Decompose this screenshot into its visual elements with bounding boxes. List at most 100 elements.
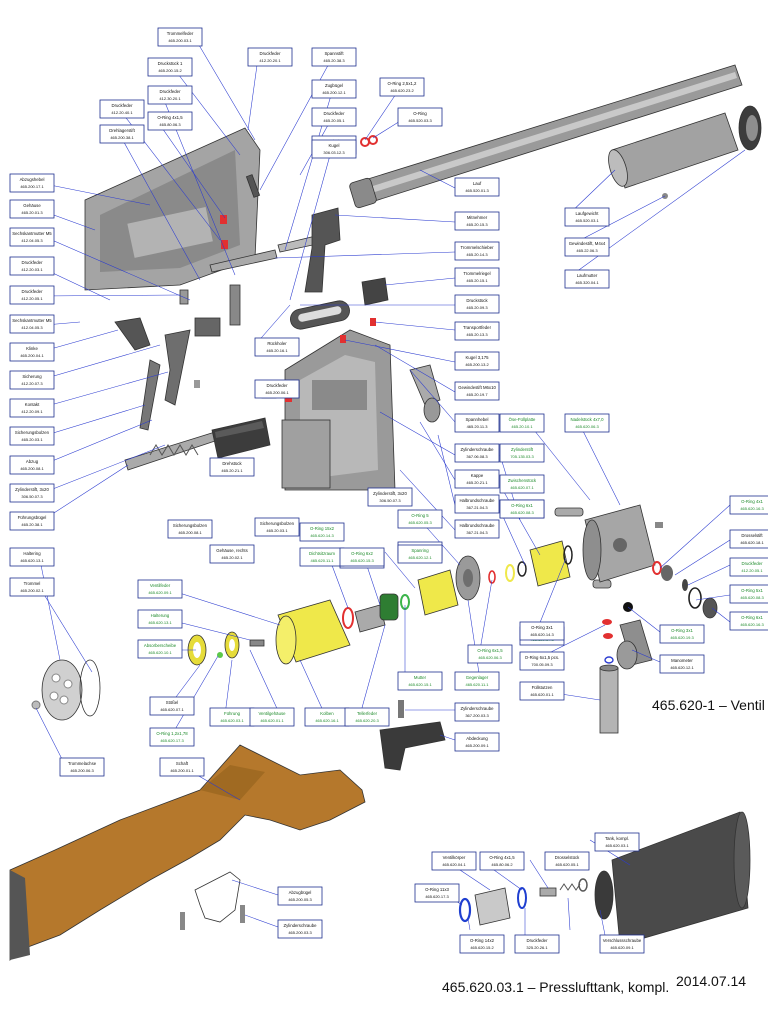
part-name: O-Ring 4x1,5: [489, 855, 515, 860]
label-box: [159, 757, 205, 777]
label-box: [9, 511, 55, 531]
part-name: Zylinderschraube: [461, 447, 495, 452]
label-box: [9, 577, 55, 597]
label-box: [519, 681, 565, 701]
label-box: [277, 919, 323, 939]
label-box: [499, 443, 545, 463]
abdeckung-part: [379, 700, 446, 771]
label-box: [454, 381, 500, 401]
part-number: 465.620.01.1: [530, 692, 554, 697]
part-number: 465.20.09.3: [466, 305, 488, 310]
part-number: 367.21.04.3: [466, 505, 488, 510]
part-number: 465.620.06.3: [575, 424, 599, 429]
label-box: [311, 47, 357, 67]
part-number: 465.620.15.2: [470, 945, 494, 950]
part-number: 465.620.14.3: [530, 632, 554, 637]
part-name: Zylinderschraube: [461, 706, 495, 711]
part-number: 465.620.09.1: [610, 945, 634, 950]
label-box: [9, 256, 55, 276]
housing-right: [281, 329, 396, 491]
label-box: [59, 757, 105, 777]
part-name: Gewindestift M6x10: [458, 385, 496, 390]
valve-assembly: [187, 507, 612, 666]
label-box: [454, 469, 500, 489]
trigger-guard: [180, 871, 245, 930]
part-name: Transportfeder: [463, 325, 492, 330]
part-number: 465.200.12.1: [322, 90, 346, 95]
label-box: [454, 351, 500, 371]
part-number: 412.20.40.1: [111, 110, 133, 115]
part-name: Gehäuse, rechts: [216, 548, 248, 553]
part-name: Trommelfeder: [167, 31, 194, 36]
part-number: 465.20.11.3: [467, 424, 489, 429]
barrel: [349, 64, 743, 209]
part-number: 465.620.16.3: [740, 506, 764, 511]
part-name: Ventilkörper: [443, 855, 466, 860]
part-number: 465.620.15.1: [408, 682, 432, 687]
part-name: Tellerfeder: [357, 711, 378, 716]
label-box: [599, 934, 645, 954]
part-number: 465.20.03.1: [21, 437, 43, 442]
part-number: 465.20.38.3: [323, 58, 345, 63]
label-box: [659, 654, 705, 674]
part-number: 465.620.03.1: [220, 718, 244, 723]
part-number: 465.200.38.1: [110, 135, 134, 140]
part-number: 465.200.08.1: [20, 466, 44, 471]
label-box: [397, 671, 443, 691]
part-number: 465.200.04.1: [20, 353, 44, 358]
part-name: O-Ring 2,5x1,2: [388, 81, 418, 86]
part-number: 465.200.13.2: [465, 362, 489, 367]
part-number: 465.620.17.3: [425, 894, 449, 899]
part-number: 465.620.03.1: [605, 843, 629, 848]
label-box: [467, 644, 513, 664]
part-number: 700.05.09.3: [531, 662, 553, 667]
label-box: [9, 455, 55, 475]
parts-layer: [9, 64, 762, 961]
part-name: Zylinderstift, 3x20: [373, 491, 407, 496]
part-number: 465.620.07.1: [160, 707, 184, 712]
pressure-tank: [594, 811, 751, 946]
label-box: [149, 696, 195, 716]
label-box: [254, 379, 300, 399]
label-box: [167, 519, 213, 539]
part-name: Absorberscheibe: [144, 643, 177, 648]
part-name: Sicherungsbolzen: [173, 523, 208, 528]
part-label-tank: Tank, kompl.465.620.03.1: [594, 832, 640, 852]
part-number: 465.200.01.1: [170, 768, 194, 773]
part-name: O-Ring: [413, 111, 427, 116]
part-label-zylinderschraube: Zylinderschraube 367.06.08.3: [454, 443, 500, 463]
part-number: 367.06.08.3: [466, 454, 488, 459]
part-name: Sicherungsbolzen: [260, 521, 295, 526]
part-number: 465.620.10.1: [148, 650, 172, 655]
part-name: Trommelriegel: [463, 271, 490, 276]
part-labels: Trommelfeder465.200.03.1Druckfeder412.20…: [9, 27, 768, 954]
part-name: Ventilgehäuse: [259, 711, 287, 716]
label-box: [311, 79, 357, 99]
label-box: [99, 99, 145, 119]
barrel-weight: [608, 112, 739, 189]
part-number: 465.200.02.1: [20, 588, 44, 593]
